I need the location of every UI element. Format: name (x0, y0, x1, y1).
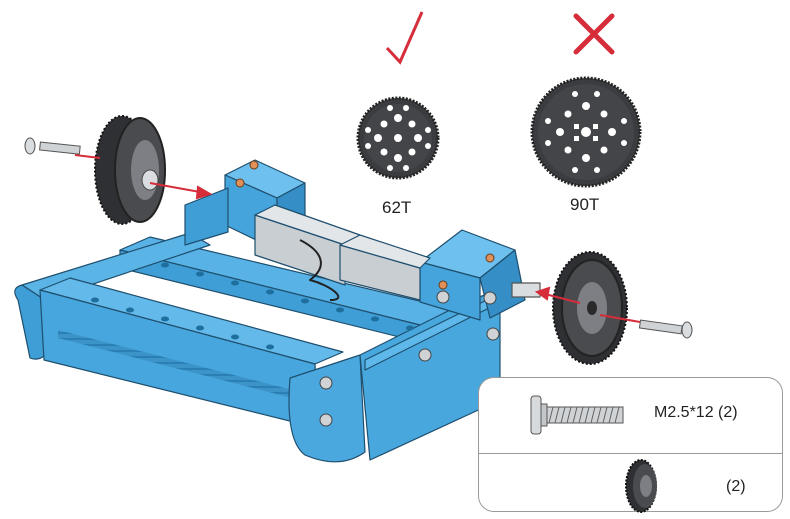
right-wheel-gear (552, 251, 628, 365)
parts-divider (479, 453, 782, 454)
right-insert-arrow (534, 286, 641, 323)
gear-part-quantity: (2) (726, 478, 746, 495)
robot-chassis (14, 159, 541, 463)
parts-list-box: M2.5*12 (2) (2) (478, 377, 783, 513)
screw-icon (530, 395, 624, 435)
gear-90t-label: 90T (570, 195, 600, 214)
left-screw (24, 137, 81, 155)
gear-62t-label: 62T (382, 198, 412, 217)
check-mark-icon (385, 11, 424, 65)
right-screw (638, 319, 693, 339)
left-wheel-gear (94, 115, 166, 225)
gear-62t-icon (356, 96, 440, 180)
cross-mark-icon (573, 13, 615, 55)
screw-part-label: M2.5*12 (2) (654, 404, 738, 421)
gear-90t-icon (530, 76, 642, 188)
left-insert-arrow (74, 154, 213, 200)
gear-icon (625, 459, 657, 513)
